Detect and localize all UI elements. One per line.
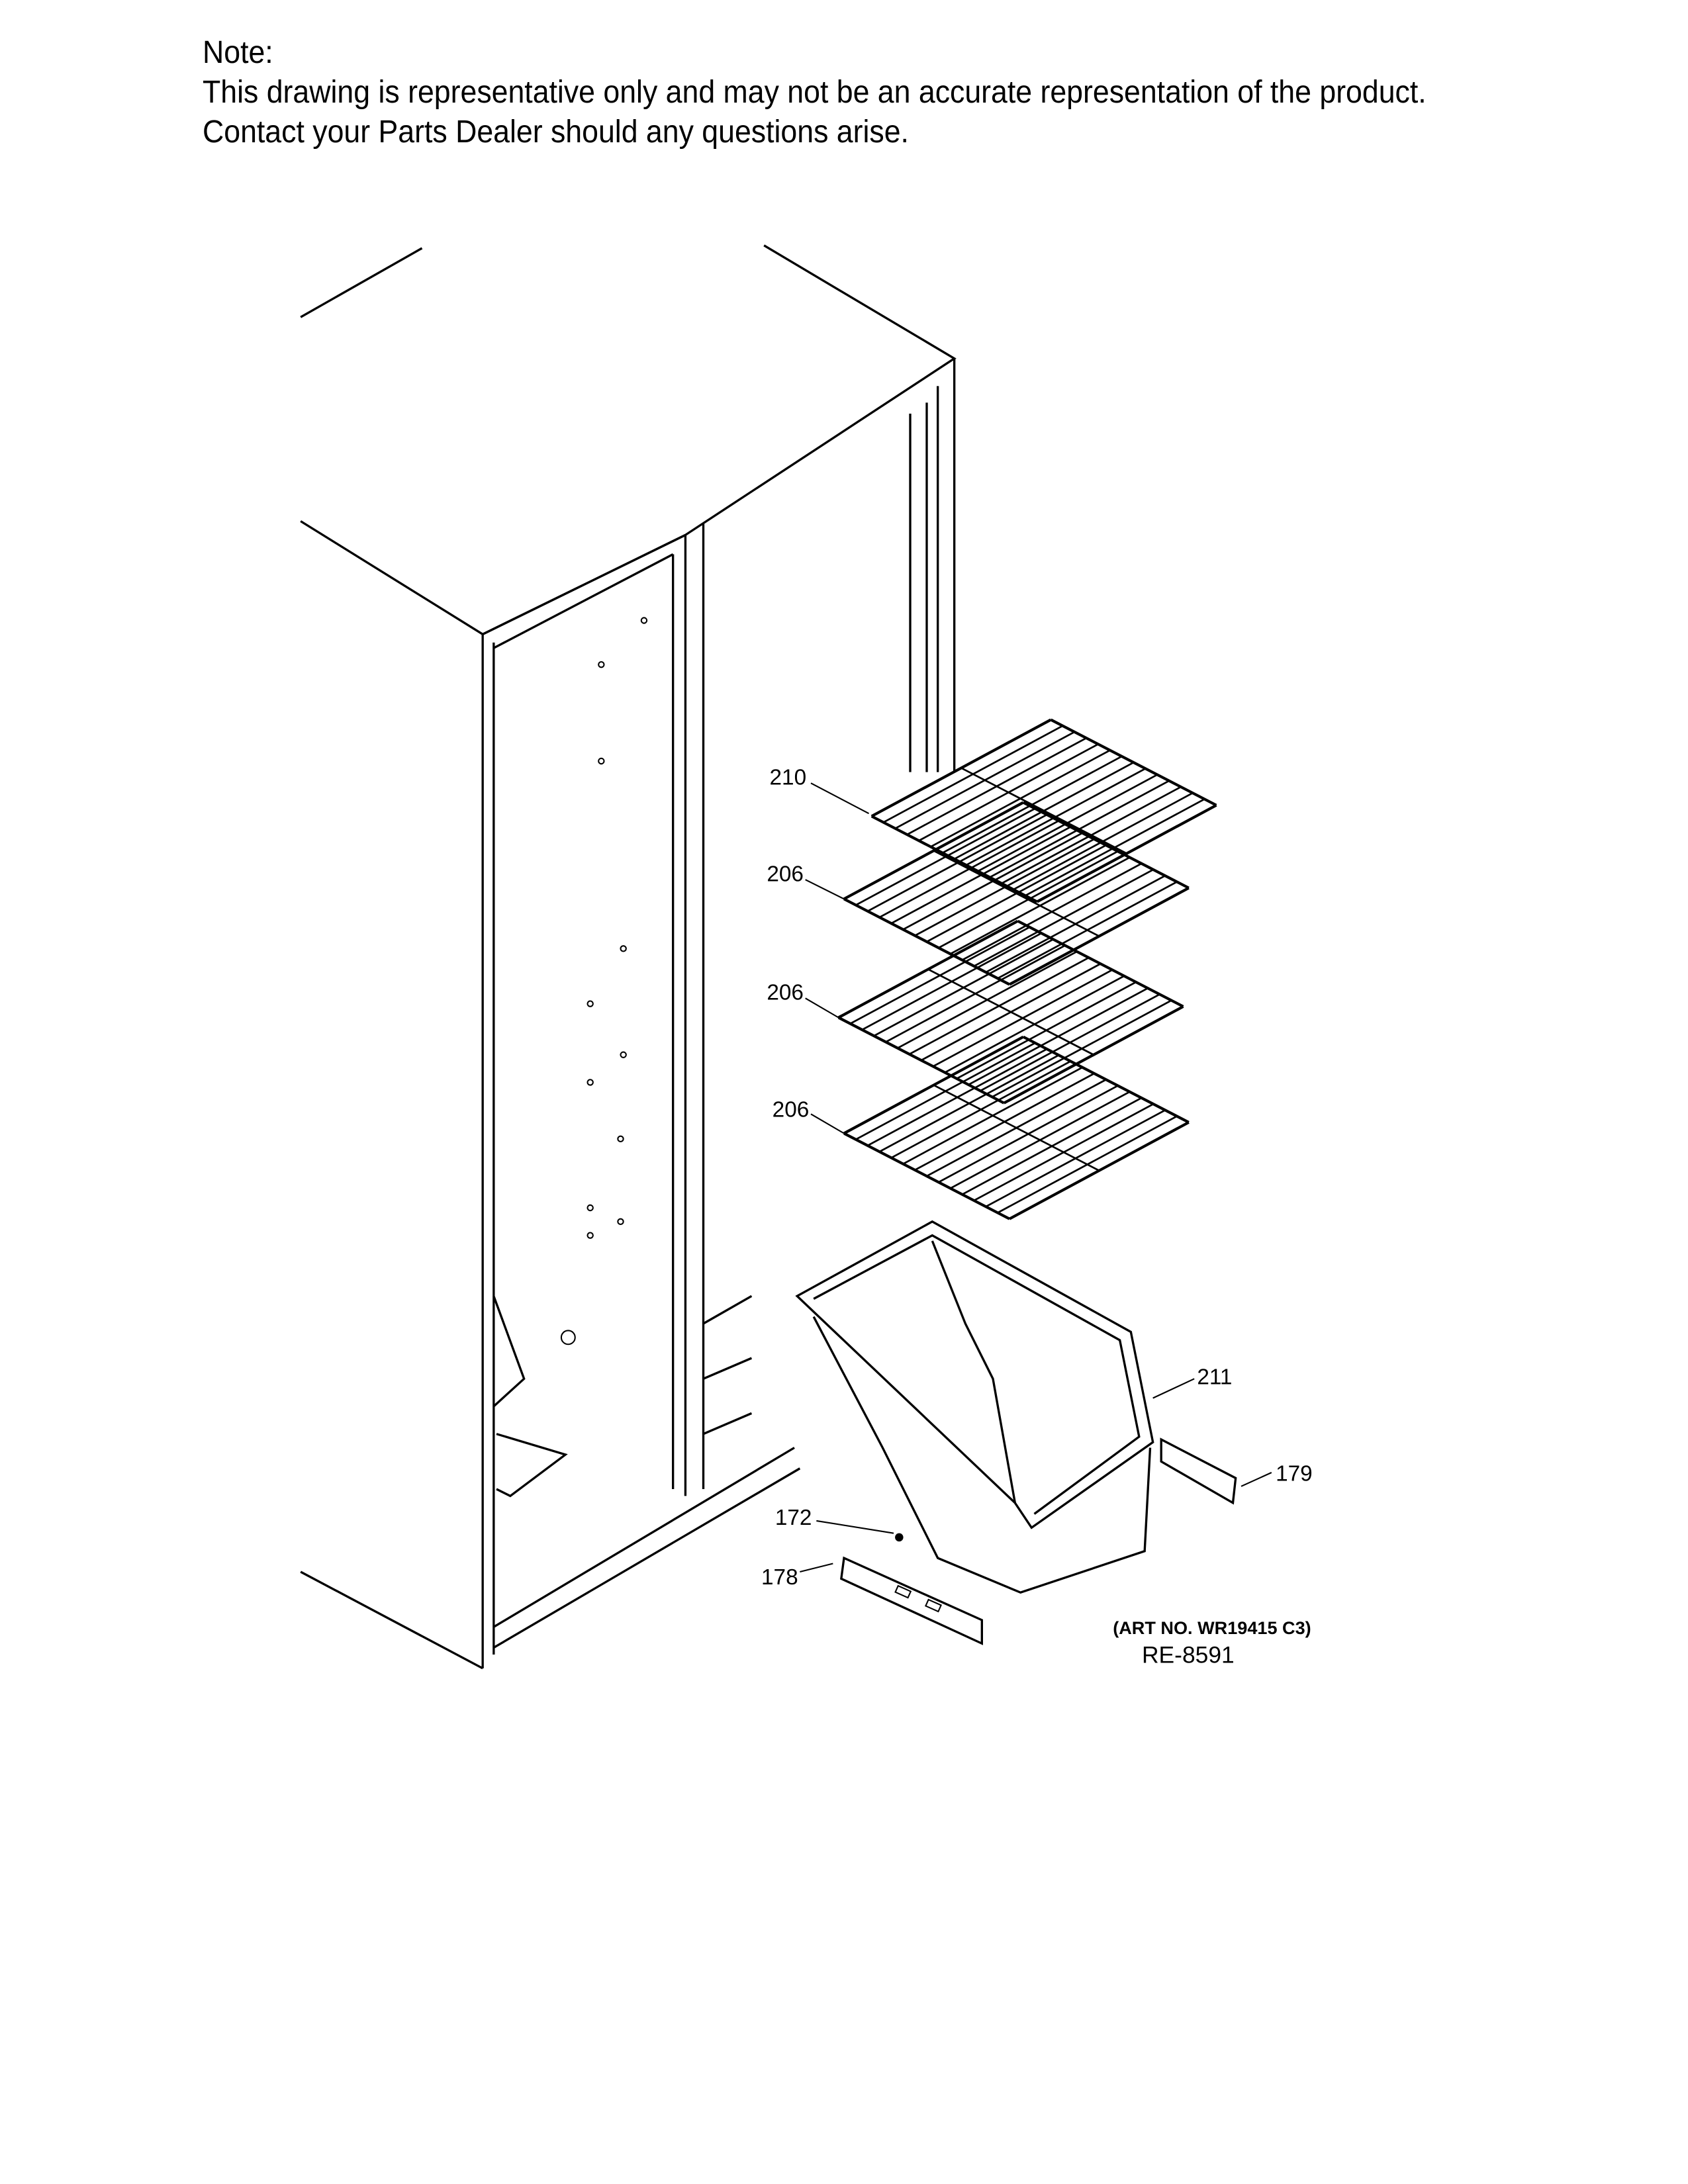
refrigerator-cabinet <box>300 244 957 1670</box>
disclaimer-note: Note: This drawing is representative onl… <box>203 33 1427 152</box>
note-line-1: This drawing is representative only and … <box>203 75 1427 110</box>
screw <box>895 1533 904 1542</box>
note-line-2: Contact your Parts Dealer should any que… <box>203 114 909 150</box>
callout-211: 211 <box>1197 1365 1232 1390</box>
callout-206-c: 206 <box>773 1097 810 1122</box>
rail-left <box>840 1556 983 1645</box>
freezer-bin <box>795 1220 1154 1594</box>
rail-right <box>1160 1437 1237 1505</box>
callout-206-a: 206 <box>767 862 804 886</box>
callout-172: 172 <box>775 1506 812 1530</box>
shelf-support-holes <box>586 617 648 1239</box>
wire-shelf <box>837 919 1184 1105</box>
callout-leaders <box>800 782 1272 1573</box>
callout-210: 210 <box>770 765 807 790</box>
callout-206-b: 206 <box>767 980 804 1005</box>
wire-shelf <box>843 1035 1190 1220</box>
wire-shelf <box>870 718 1217 903</box>
art-number: (ART NO. WR19415 C3) <box>1113 1617 1311 1638</box>
wire-shelves <box>837 718 1217 1220</box>
reference-number: RE-8591 <box>1142 1642 1235 1668</box>
wire-shelf <box>843 801 1190 986</box>
callout-179: 179 <box>1276 1462 1313 1486</box>
note-heading: Note: <box>203 35 273 70</box>
callout-178: 178 <box>761 1565 798 1590</box>
